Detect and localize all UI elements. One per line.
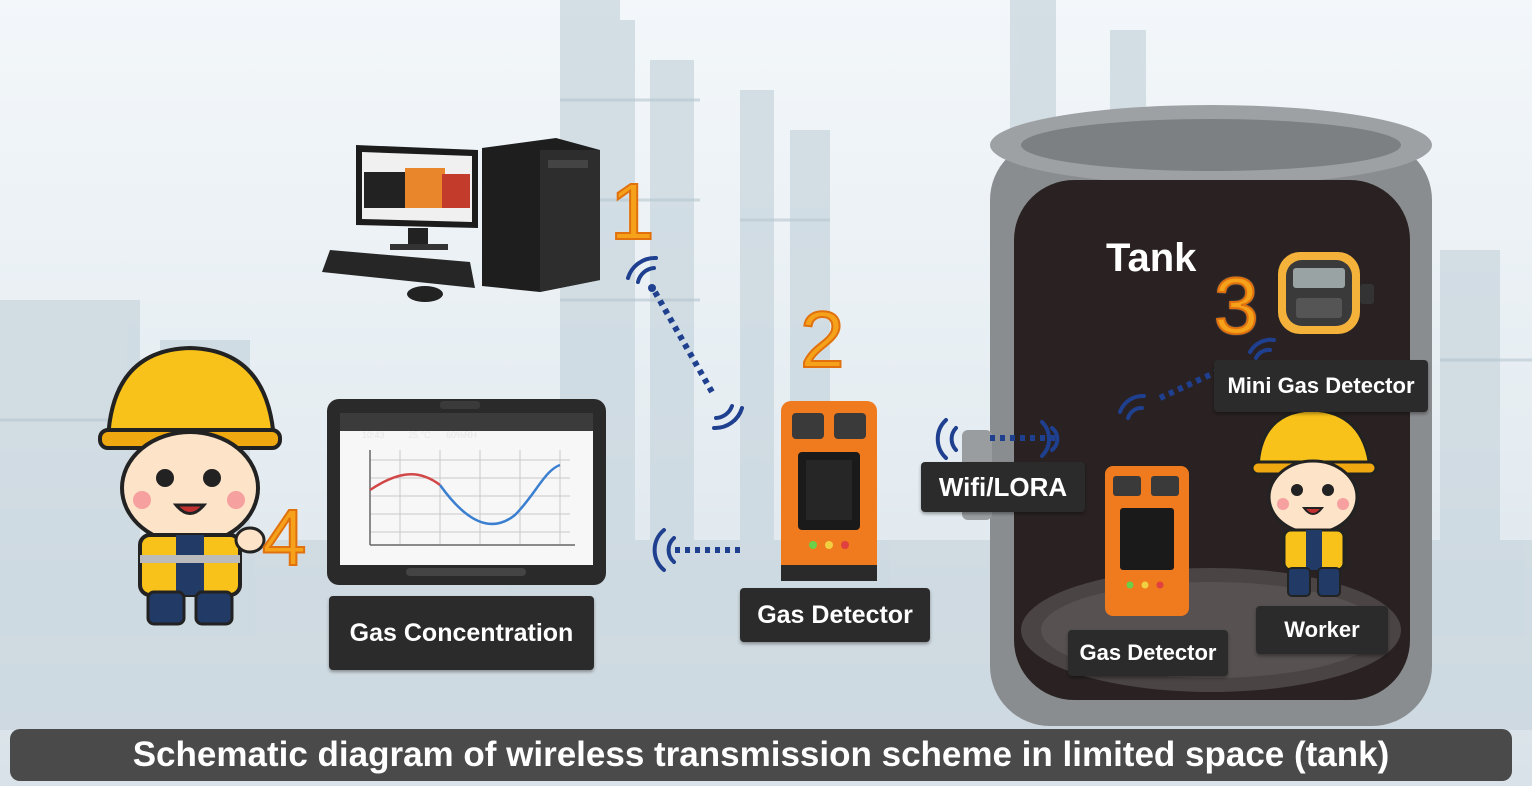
label-wifi-lora: Wifi/LORA [921,462,1085,512]
tablet-humidity: 60%RH [446,430,478,440]
diagram-caption: Schematic diagram of wireless transmissi… [10,729,1512,781]
tank-gas-detector-icon [1105,466,1189,616]
chart-line-blue [438,463,561,526]
step-number-1: 1 [609,167,655,256]
step-number-2: 2 [799,295,845,384]
worker-small-icon [1250,408,1378,597]
tablet-time: 10:43 [362,430,385,440]
tank-title: Tank [1106,236,1197,280]
desktop-computer-icon [322,138,600,302]
label-mini-gas-detector: Mini Gas Detector [1214,360,1428,412]
label-worker: Worker [1256,606,1388,654]
step-number-3: 3 [1213,261,1259,350]
link-mini-detector [1158,369,1218,401]
tablet-icon [327,399,606,585]
label-gas-detector-tank: Gas Detector [1068,630,1228,676]
tablet-temperature: 25 °C [408,430,431,440]
chart-grid [370,450,570,545]
chart-line-red [369,473,441,492]
wireless-links [652,290,1218,553]
link-computer-detector [652,290,715,394]
label-gas-concentration: Gas Concentration [329,596,594,670]
wifi-signal-icon [626,255,1276,572]
step-number-4: 4 [261,493,307,582]
worker-large-icon [98,345,282,626]
gas-detector-icon [781,401,877,581]
mini-gas-detector-icon [1278,252,1374,334]
label-gas-detector-center: Gas Detector [740,588,930,642]
